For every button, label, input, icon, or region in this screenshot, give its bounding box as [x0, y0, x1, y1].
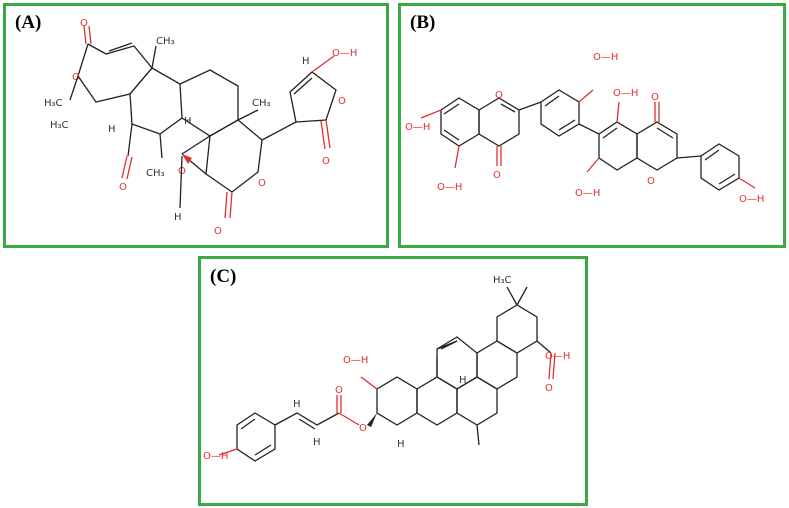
atom-h-a4: H: [302, 56, 310, 67]
atom-o-ester-c: O: [359, 423, 367, 434]
atom-o-ring-a2: O: [258, 178, 266, 189]
hydroxyl-c2: O—H: [343, 355, 368, 366]
atom-h-c3: H: [397, 439, 405, 450]
methyl-a2: CH₃: [252, 98, 271, 109]
hydroxyl-b5: O—H: [575, 188, 600, 199]
atom-h-c2: H: [313, 437, 321, 448]
atom-o-carbonyl-a1: O: [80, 18, 88, 29]
molecule-b: O O O—H O—H O—H O—H O O O—H O—H: [405, 52, 764, 205]
atom-h-a2: H: [184, 116, 192, 127]
gem-dimethyl-label-2: H₃C: [50, 120, 69, 131]
hydroxyl-b3: O—H: [593, 52, 618, 63]
hydroxyl-b6: O—H: [739, 194, 764, 205]
methyl-a3: CH₃: [146, 168, 165, 179]
hydroxyl-b4: O—H: [613, 88, 638, 99]
hydroxyl-c3: O—H: [545, 351, 570, 362]
atom-o-ketone-a: O: [119, 182, 127, 193]
atom-h-c1: H: [293, 399, 301, 410]
atom-o-carbonyl-c2: O: [545, 383, 553, 394]
panel-c: (C) O—H O O H H O—H H H: [198, 256, 588, 506]
panel-a: (A) O O H₃C H₃C H CH₃ O H CH₃ CH₃ O H: [3, 3, 389, 248]
panel-a-label: (A): [15, 12, 42, 33]
atom-o-ring-a3: O: [338, 96, 346, 107]
molecule-a: O O H₃C H₃C H CH₃ O H CH₃ CH₃ O H O O: [44, 18, 357, 237]
molecule-c: O—H O O H H O—H H H H₃C: [203, 275, 570, 462]
atom-o-ring-b1: O: [495, 90, 503, 101]
hydroxyl-a: O—H: [332, 48, 357, 59]
gem-dimethyl-c: H₃C: [493, 275, 512, 286]
gem-dimethyl-label: H₃C: [44, 98, 63, 109]
panel-c-label: (C): [210, 266, 237, 287]
atom-o-ring-a1: O: [72, 72, 80, 83]
atom-o-carbonyl-a2: O: [214, 226, 222, 237]
atom-h-a3: H: [174, 212, 182, 223]
hydroxyl-b2: O—H: [437, 182, 462, 193]
hydroxyl-c1: O—H: [203, 451, 228, 462]
atom-h-c4: H: [459, 375, 467, 386]
atom-o-carbonyl-a3: O: [322, 156, 330, 167]
panel-b: (B) O O O—H O—H O—H O—H O O: [398, 3, 786, 248]
atom-o-carbonyl-b2: O: [651, 92, 659, 103]
atom-o-carbonyl-b1: O: [493, 170, 501, 181]
atom-o-ring-b2: O: [647, 176, 655, 187]
methyl-a1: CH₃: [156, 36, 175, 47]
atom-h-a1: H: [108, 124, 116, 135]
panel-b-label: (B): [410, 12, 436, 33]
hydroxyl-b1: O—H: [405, 122, 430, 133]
atom-o-carbonyl-c1: O: [335, 385, 343, 396]
